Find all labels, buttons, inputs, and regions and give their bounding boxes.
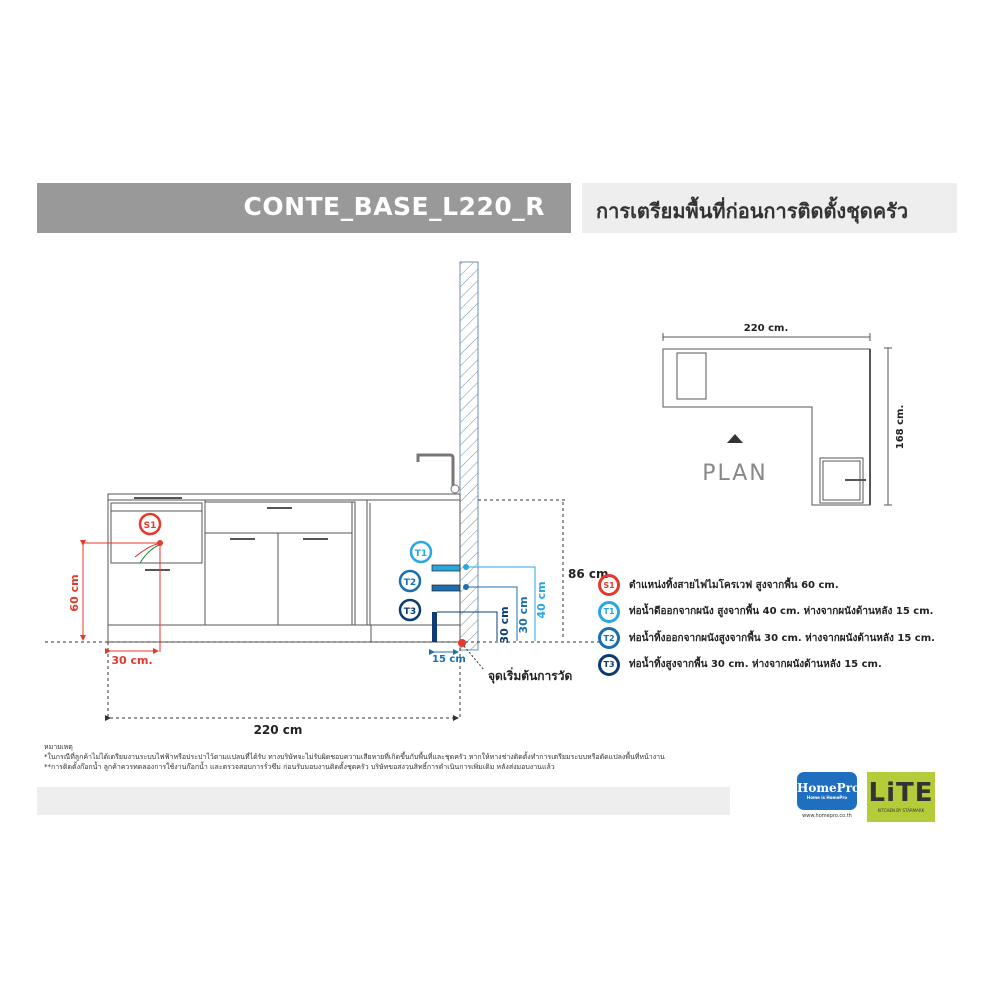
page-title: การเตรียมพื้นที่ก่อนการติดตั้งชุดครัว — [596, 199, 909, 223]
total-width-label: 220 cm — [254, 723, 303, 737]
model-header: CONTE_BASE_L220_R — [37, 183, 571, 233]
svg-text:T1: T1 — [415, 549, 427, 559]
svg-text:T3: T3 — [404, 607, 416, 617]
plan-view — [662, 333, 892, 506]
t2-marker: T2 30 cm — [398, 569, 530, 641]
notes: หมายเหตุ *ในกรณีที่ลูกค้าไม่ได้เตรียมงาน… — [44, 743, 665, 771]
title-header: การเตรียมพื้นที่ก่อนการติดตั้งชุดครัว — [582, 183, 957, 233]
homepro-logo: HomePro Home is HomePro — [797, 772, 860, 810]
svg-text:T2: T2 — [404, 578, 416, 588]
plan-depth-label: 168 cm. — [895, 405, 906, 450]
lite-logo: LiTE KITCHEN BY STARMARK — [867, 772, 935, 822]
pipe-offset-label: 15 cm — [432, 654, 466, 665]
s1-marker: S1 60 cm 30 cm. — [68, 512, 163, 667]
plan-width-label: 220 cm. — [744, 323, 789, 334]
t1-marker: T1 40 cm — [409, 540, 548, 641]
svg-text:S1: S1 — [144, 521, 157, 531]
s1-height-label: 60 cm — [68, 574, 81, 611]
t2-height-label: 30 cm — [517, 596, 530, 633]
footer-bar — [37, 787, 730, 815]
t2-badge-icon: T2 — [598, 627, 620, 650]
t3-badge-icon: T3 — [598, 653, 620, 676]
t3-marker: T3 30 cm — [398, 598, 511, 644]
t3-height-label: 30 cm — [498, 606, 511, 643]
model-name: CONTE_BASE_L220_R — [243, 192, 545, 221]
origin-label: จุดเริ่มต้นการวัด — [488, 667, 572, 684]
s1-badge-icon: S1 — [598, 574, 620, 597]
total-height-label: 86 cm — [568, 567, 609, 581]
s1-offset-label: 30 cm. — [111, 654, 152, 667]
origin-point — [458, 639, 466, 647]
plan-label: PLAN — [702, 461, 768, 486]
homepro-url: www.homepro.co.th — [802, 813, 852, 819]
wall — [459, 261, 479, 651]
t1-badge-icon: T1 — [598, 600, 620, 623]
t1-height-label: 40 cm — [535, 581, 548, 618]
cabinet-elevation — [107, 453, 461, 643]
